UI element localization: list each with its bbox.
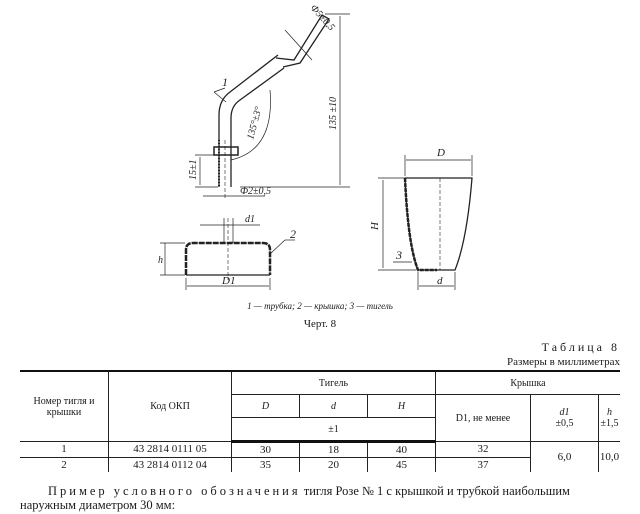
cell-d: 18	[299, 441, 368, 458]
d1-symbol: d1	[559, 407, 570, 418]
example-lead: Пример условного обозначения	[48, 484, 301, 498]
tube-dimensions	[195, 13, 350, 197]
header-lid: Крышка	[435, 370, 620, 395]
part-1-label: 1	[222, 75, 228, 89]
bottom-height-label: 15±1	[188, 160, 199, 181]
cell-D: 35	[231, 457, 300, 472]
cell-code: 43 2814 0112 04	[108, 457, 232, 472]
lid-d1-label: d1	[245, 214, 255, 225]
total-height-label: 135 ±10	[328, 97, 339, 130]
part-2-label: 2	[290, 227, 296, 241]
header-number: Номер тигля и крышки	[20, 370, 109, 442]
cell-D1: 32	[435, 441, 531, 458]
header-D1: D1, не менее	[435, 394, 531, 442]
lid-h-label: h	[158, 255, 163, 266]
cell-num: 1	[20, 441, 109, 458]
header-h: h±1,5	[598, 394, 620, 442]
header-crucible: Тигель	[231, 370, 436, 395]
h-symbol: h	[607, 407, 612, 418]
cell-d1: 6,0	[530, 441, 599, 472]
cell-H: 45	[367, 457, 436, 472]
cell-d: 20	[299, 457, 368, 472]
lid-D1-label: D1	[221, 275, 235, 287]
header-H: H	[367, 394, 436, 418]
crucible-D-label: D	[436, 147, 445, 159]
cell-h: 10,0	[598, 441, 620, 472]
inner-diameter-label: Ф2±0,5	[240, 186, 271, 197]
crucible-H-label: H	[369, 221, 381, 231]
lid	[160, 218, 295, 290]
part-3-label: 3	[395, 248, 402, 262]
header-D: D	[231, 394, 300, 418]
drawing-legend: 1 — трубка; 2 — крышка; 3 — тигель	[247, 301, 393, 311]
table-title: Таблица 8	[541, 340, 620, 354]
figure-caption: Черт. 8	[303, 318, 337, 330]
cell-D: 30	[231, 441, 300, 458]
example-paragraph-cont: наружным диаметром 30 мм:	[20, 498, 176, 512]
header-tolerance: ±1	[231, 417, 436, 443]
cell-num: 2	[20, 457, 109, 472]
angle-label: 135°±3°	[245, 106, 264, 141]
example-text: тигля Розе № 1 с крышкой и трубкой наибо…	[300, 484, 570, 498]
d1-tolerance: ±0,5	[555, 418, 574, 429]
example-paragraph: Пример условного обозначения тигля Розе …	[48, 484, 570, 499]
header-d: d	[299, 394, 368, 418]
crucible	[378, 155, 473, 290]
table-units: Размеры в миллиметрах	[507, 356, 620, 368]
dimensions-table: Номер тигля и крышки Код ОКП Тигель Крыш…	[20, 370, 620, 472]
crucible-d-label: d	[437, 275, 443, 287]
cell-H: 40	[367, 441, 436, 458]
table-row: 2 43 2814 0112 04 35 20 45 37	[20, 457, 620, 472]
table-row: 1 43 2814 0111 05 30 18 40 32 6,0 10,0	[20, 441, 620, 472]
cell-D1: 37	[435, 457, 531, 472]
header-code: Код ОКП	[108, 370, 232, 442]
header-d1: d1±0,5	[530, 394, 599, 442]
technical-drawing: 1 Ф5±0,5 135°±3° 135 ±10 15±1 Ф2±0,5 d1 …	[158, 3, 473, 290]
tube	[213, 14, 330, 200]
cell-code: 43 2814 0111 05	[108, 441, 232, 458]
h-tolerance: ±1,5	[600, 418, 619, 429]
